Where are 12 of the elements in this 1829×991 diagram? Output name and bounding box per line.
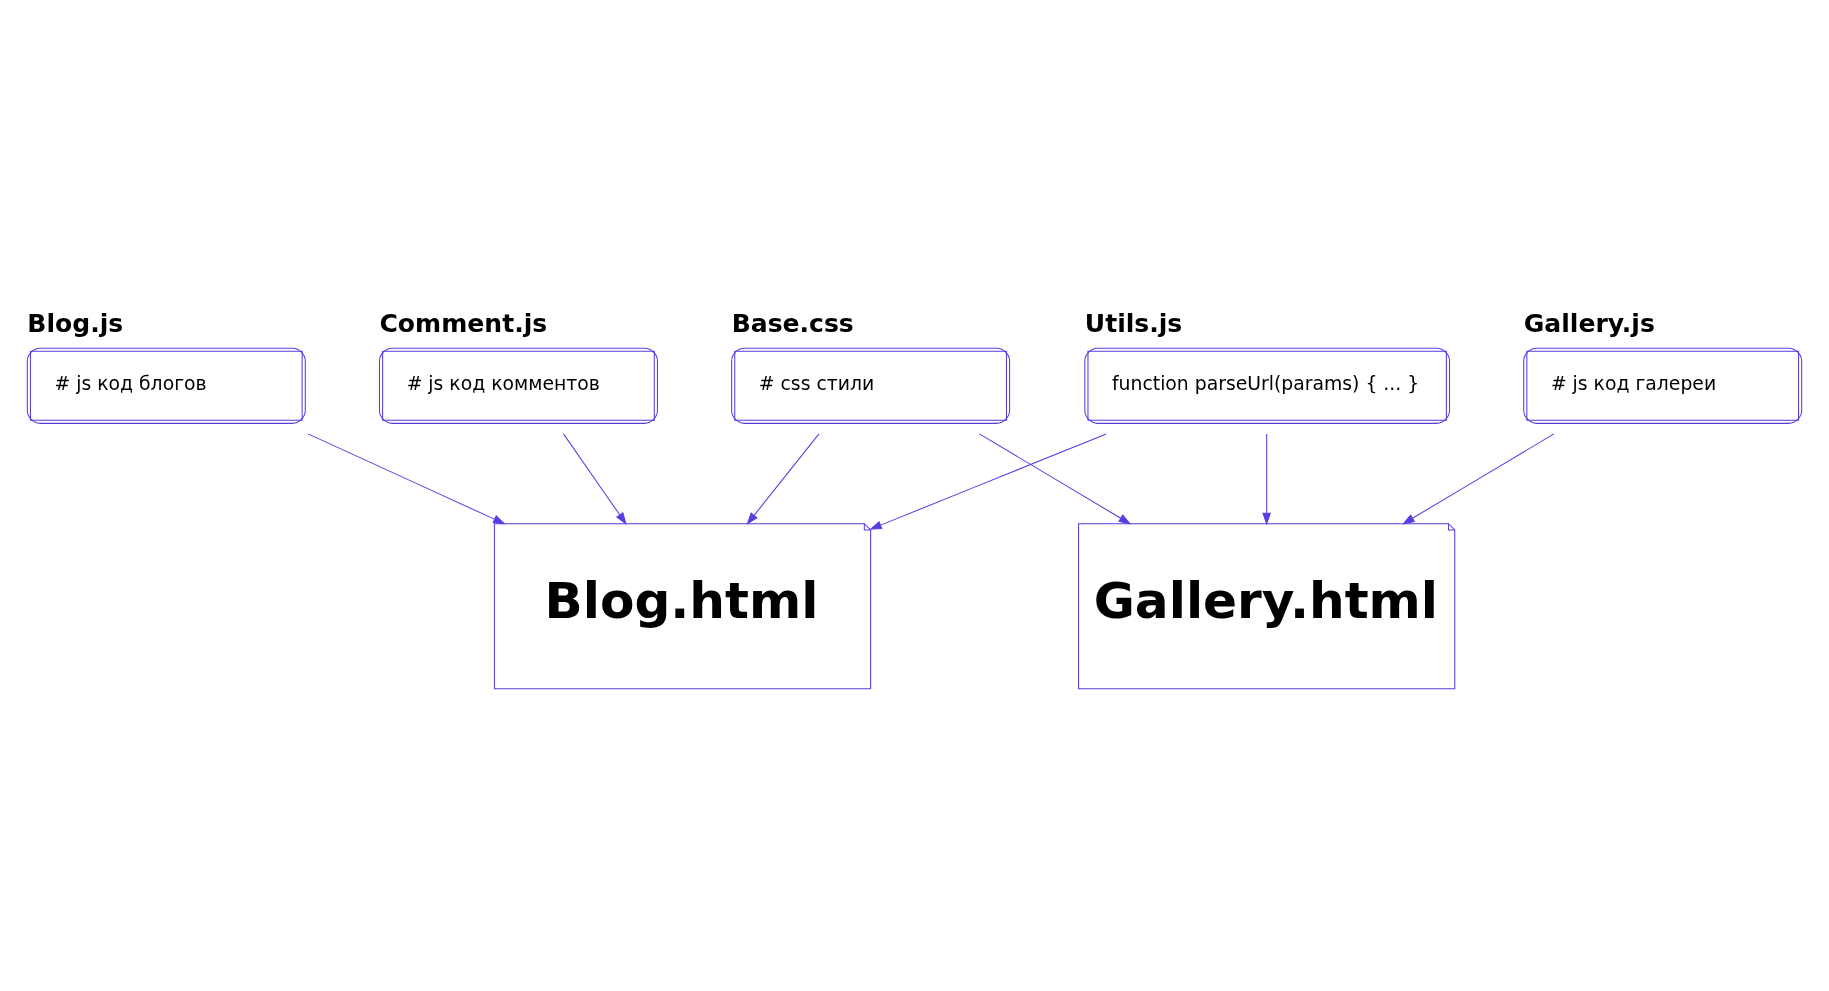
arrow — [307, 433, 506, 525]
arrow — [1402, 433, 1555, 525]
arrow — [1262, 433, 1272, 526]
node-label: Utils.js — [1084, 308, 1183, 338]
node-label: Comment.js — [379, 308, 548, 338]
node-label: Gallery.js — [1523, 308, 1655, 338]
node-label: Blog.js — [27, 308, 124, 338]
arrow — [563, 433, 627, 525]
arrow — [869, 433, 1107, 530]
node-label: Base.css — [731, 308, 854, 338]
arrow — [978, 433, 1132, 525]
arrow — [746, 433, 820, 525]
